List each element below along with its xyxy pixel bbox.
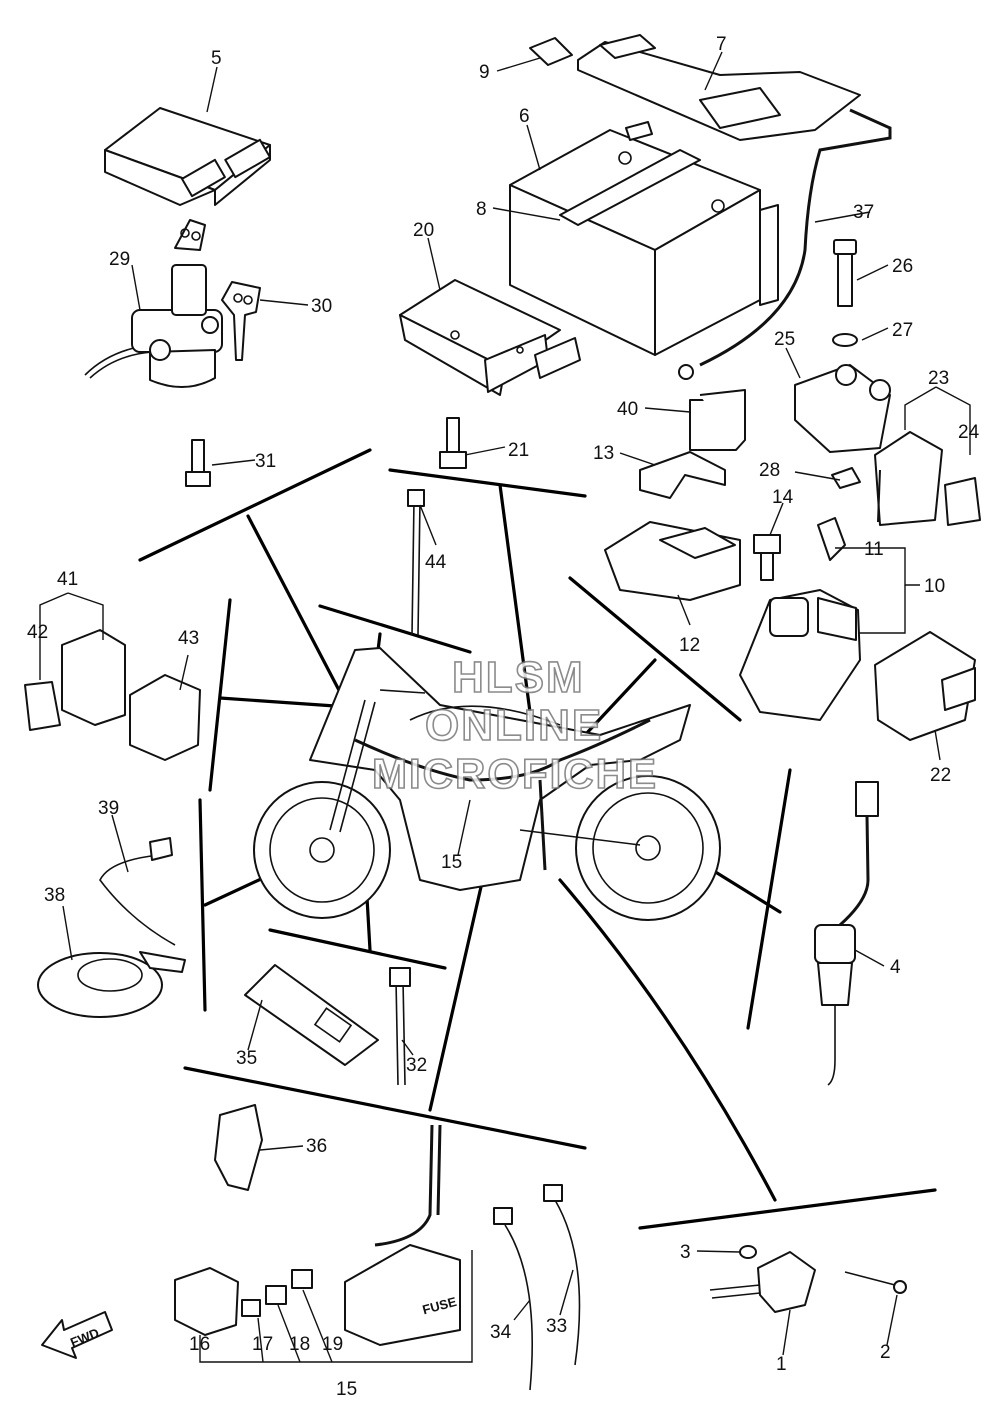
callout-34: 34: [490, 1322, 512, 1343]
fwd-arrow-icon: FWD: [41, 1311, 113, 1359]
part-39-tie: [99, 837, 176, 946]
part-30-key: [221, 281, 261, 361]
callout-7: 7: [716, 34, 727, 55]
callout-3: 3: [680, 1242, 691, 1263]
part-34-tie: [493, 1207, 534, 1391]
callout-10: 10: [924, 576, 945, 597]
part-4-sensor: [814, 781, 879, 1086]
part-7-battery-cover: [577, 34, 861, 141]
callout-2: 2: [880, 1342, 891, 1363]
motorcycle-overview: [253, 647, 721, 921]
part-3-washer: [739, 1245, 757, 1259]
part-38-horn: [37, 951, 186, 1018]
callout-13: 13: [593, 443, 614, 464]
part-35-plate: [244, 964, 379, 1066]
callout-8: 8: [476, 199, 487, 220]
callout-27: 27: [892, 320, 913, 341]
callout-4: 4: [890, 957, 901, 978]
callout-15-bottom: 15: [336, 1379, 357, 1400]
callout-29: 29: [109, 249, 130, 270]
callout-39: 39: [98, 798, 119, 819]
watermark-line-3: MICROFICHE: [372, 750, 658, 797]
part-2-bolt: [844, 1271, 907, 1294]
callout-35: 35: [236, 1048, 257, 1069]
watermark-line-2: ONLINE: [425, 701, 603, 750]
part-13-cover: [639, 451, 726, 499]
callout-40: 40: [617, 399, 638, 420]
part-11-fuse: [817, 517, 846, 561]
part-16-relay: [174, 1267, 239, 1336]
part-10-starter-relay: [739, 589, 861, 721]
part-20-unit: [399, 279, 581, 396]
callout-21: 21: [508, 440, 529, 461]
callout-1: 1: [776, 1354, 787, 1375]
part-18-fuse: [265, 1285, 287, 1305]
part-28-bracket: [831, 467, 861, 489]
callout-25: 25: [774, 329, 795, 350]
callout-16: 16: [189, 1334, 210, 1355]
callout-labels: 1 2 3 4 5 6 7 8 9 10 11 12 13 14 15 15 1…: [27, 34, 980, 1400]
callout-30: 30: [311, 296, 332, 317]
callout-38: 38: [44, 885, 65, 906]
part-12-holder: [604, 521, 741, 601]
part-37-battery-lead: [678, 108, 892, 380]
callout-20: 20: [413, 220, 434, 241]
leader-lines: [39, 51, 971, 1363]
part-5-ecu: [104, 107, 271, 206]
part-6-battery: [509, 121, 779, 356]
watermark: HLSM ONLINE MICROFICHE: [371, 652, 658, 798]
watermark-line-1: HLSM: [452, 653, 585, 702]
callout-44: 44: [425, 552, 447, 573]
callout-22: 22: [930, 765, 951, 786]
callout-6: 6: [519, 106, 530, 127]
part-25-relay: [794, 364, 891, 453]
part-22-relay: [874, 631, 976, 741]
part-17-fuse: [241, 1299, 261, 1317]
part-19-fuse: [291, 1269, 313, 1289]
part-29-main-switch: [84, 219, 223, 389]
part-1-sensor: [709, 1251, 816, 1313]
part-32-tie: [389, 967, 411, 1086]
callout-5: 5: [211, 48, 222, 69]
part-21-bolt: [439, 417, 467, 469]
part-23-relay: [874, 431, 943, 526]
callout-14: 14: [772, 487, 794, 508]
callout-15-bike: 15: [441, 852, 462, 873]
part-26-bolt: [833, 239, 857, 307]
part-14-bolt: [753, 534, 781, 581]
callout-19: 19: [322, 1334, 343, 1355]
callout-43: 43: [178, 628, 199, 649]
part-33-tie: [543, 1184, 581, 1366]
callout-24: 24: [958, 422, 980, 443]
part-36-clamp: [214, 1104, 263, 1191]
callout-9: 9: [479, 62, 490, 83]
callout-26: 26: [892, 256, 913, 277]
callout-28: 28: [759, 460, 780, 481]
callout-33: 33: [546, 1316, 567, 1337]
part-40-relay: [689, 389, 746, 451]
part-31-bolt: [185, 439, 211, 487]
part-44-tie: [407, 489, 425, 636]
callout-17: 17: [252, 1334, 273, 1355]
callout-12: 12: [679, 635, 700, 656]
part-24-coupler: [944, 477, 981, 526]
callout-31: 31: [255, 451, 276, 472]
callout-18: 18: [289, 1334, 310, 1355]
callout-42: 42: [27, 622, 48, 643]
callout-37: 37: [853, 202, 874, 223]
part-43-relay: [129, 674, 201, 761]
callout-11: 11: [864, 539, 884, 560]
part-42-coupler: [24, 681, 61, 731]
part-27-collar: [832, 333, 858, 347]
part-15-wire-harness-on-bike: [354, 718, 651, 871]
part-41-relay: [61, 629, 126, 726]
callout-41: 41: [57, 569, 78, 590]
callout-36: 36: [306, 1136, 327, 1157]
part-15-harness-bottom: [344, 1124, 461, 1346]
callout-32: 32: [406, 1055, 427, 1076]
callout-23: 23: [928, 368, 949, 389]
part-9-pad: [529, 37, 573, 66]
